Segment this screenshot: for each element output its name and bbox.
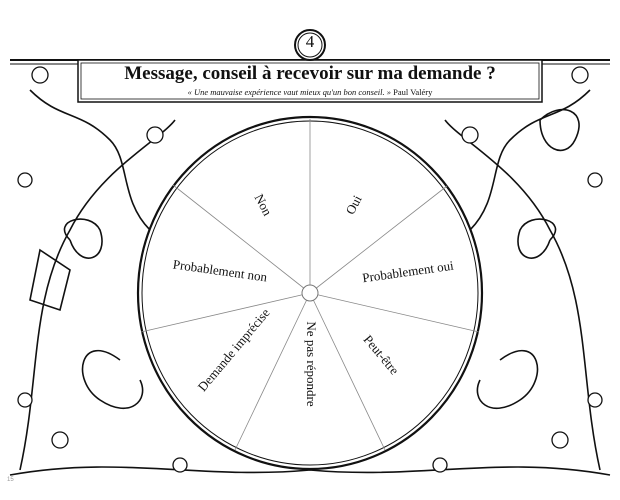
flower-ornaments	[17, 66, 603, 473]
quote-author: Paul Valéry	[393, 87, 433, 97]
segment-ne-pas-repondre: Ne pas répondre	[304, 321, 319, 407]
quote: « Une mauvaise expérience vaut mieux qu'…	[0, 87, 620, 97]
quote-text: « Une mauvaise expérience vaut mieux qu'…	[187, 87, 391, 97]
page-title: Message, conseil à recevoir sur ma deman…	[124, 63, 496, 84]
page-number: 15	[7, 477, 14, 483]
section-number: 4	[305, 32, 315, 51]
title-frame	[10, 29, 610, 103]
answer-wheel	[136, 115, 484, 471]
